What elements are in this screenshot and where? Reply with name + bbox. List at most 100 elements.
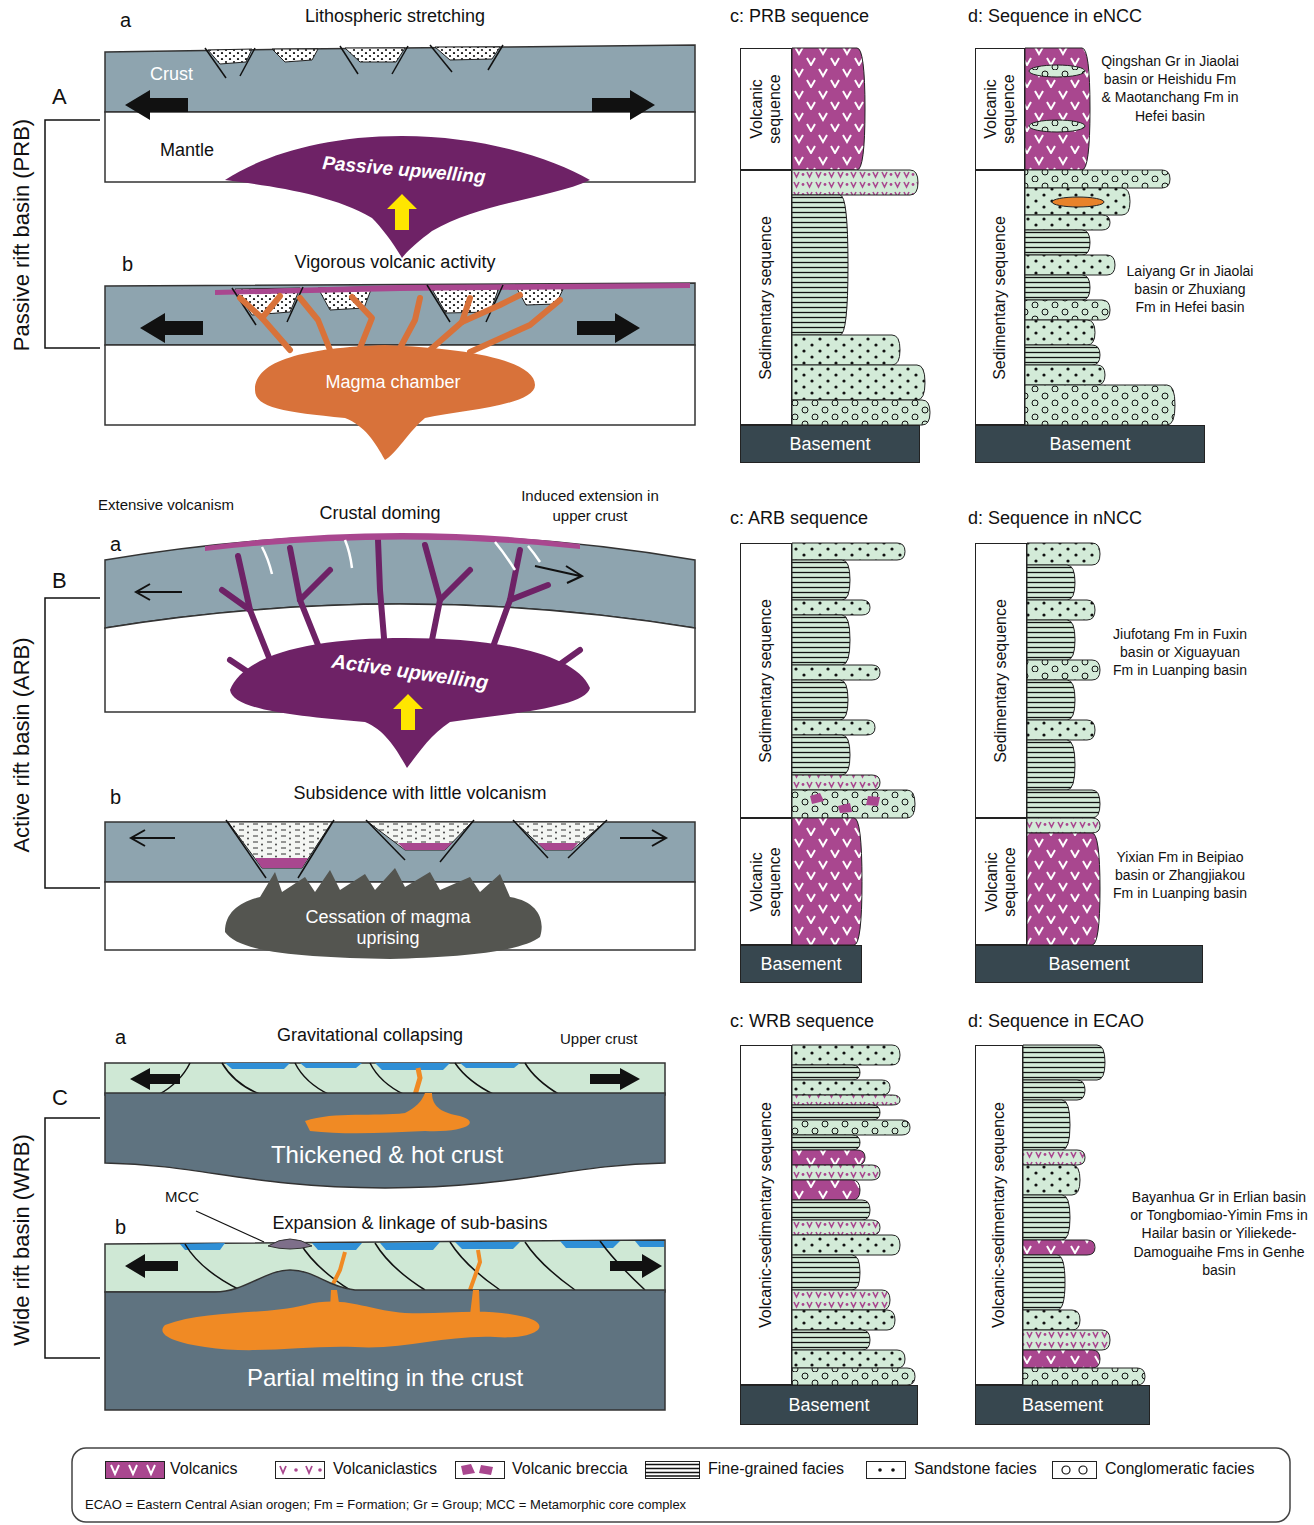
bracket [45,120,100,348]
node-text: Basement [1048,954,1129,975]
legend-symbol [105,1461,165,1479]
induced-fault [262,540,540,574]
volcanic-layer [398,843,452,850]
rift-basin-fill [368,822,472,850]
strata-lens [1052,197,1104,207]
induced-fault [528,546,540,562]
strata-column [792,48,1175,1385]
extension-arrow [125,90,655,120]
extension-arrow [130,1068,180,1090]
extension-arrow [592,90,655,120]
strata-column [792,1180,860,1200]
normal-fault [287,287,303,322]
sequence-label-box: Volcanic sequence [740,818,792,945]
magma-dike [440,570,470,600]
strata-column [792,790,915,818]
extension-arrow [610,1254,662,1278]
rift-basin-fill [345,48,405,62]
mantle-upwelling-shape [225,628,595,770]
legend-text: Volcanics [170,1459,238,1478]
strata-lens [1029,65,1085,77]
strata-column [792,1290,890,1310]
node-text: Basement [788,1395,869,1416]
induced-fault [345,540,352,568]
extension-arrow [140,313,203,343]
lower-crust-band-shape [162,1302,539,1351]
strata-column [792,1165,880,1180]
normal-fault [340,46,358,74]
strata-column [1027,720,1095,740]
volcanic-layer [255,843,578,868]
sequence-label-box: Volcanic sequence [975,818,1027,945]
lower-crust-band: Partial melting in the crust [105,1265,665,1412]
strata-column [792,720,875,735]
panel-title: Crustal doming [319,503,440,525]
node-text: Magma chamber [325,372,460,393]
node-text: Volcanic-sedimentary sequence [990,1050,1008,1380]
panel-label: Upper crust [560,1030,638,1048]
strata-column [792,600,870,615]
lower-crust-band-shape [305,1093,470,1133]
magma-chamber-shape [255,345,535,460]
normal-fault [488,45,503,70]
strata-column [792,1080,890,1095]
normal-fault [298,820,334,878]
strata-column [1023,1165,1080,1195]
magma-dike [222,590,250,610]
lake-basin [375,1063,450,1070]
legend-swatch [645,1461,700,1479]
basement-box: Basement [740,1385,918,1425]
normal-fault [240,48,255,76]
bracket [45,598,100,888]
mantle-upwelling: Active upwelling [225,628,595,770]
node-text: Volcanic-sedimentary sequence [757,1050,775,1380]
crust-layer [105,283,695,345]
strata-column [792,1220,880,1235]
strata-column [1027,818,1100,833]
extension-arrow [140,313,640,343]
sequence-label-box: Sedimentary sequence [975,543,1027,818]
extension-arrow [125,1254,662,1278]
legend-symbol [111,1465,155,1474]
strata-column [1023,1150,1085,1165]
legend-text: Volcaniclastics [333,1459,437,1478]
strata-column [1025,188,1130,215]
basement-box: Basement [975,945,1203,983]
sequence-label-box: Sedimentary sequence [740,543,792,818]
legend-text: Fine-grained facies [708,1459,844,1478]
volcanic-layer [538,843,578,850]
legend-text: Volcanic breccia [512,1459,628,1478]
mantle-upwelling-shape [222,136,594,261]
strata-column [1025,300,1110,320]
magma-dike [330,1250,480,1290]
node-text: Basement [760,954,841,975]
rift-basin-fill [228,822,605,868]
node-text: Basement [789,434,870,455]
panel-title: Lithospheric stretching [305,6,485,28]
strata-column [792,1330,870,1350]
basement-box: Basement [740,425,920,463]
listric-fault [525,1242,575,1290]
crust-layer [105,822,695,882]
lake-basin [312,1243,362,1250]
strata-column [1027,833,1100,945]
panel-label: C [52,1085,68,1111]
listric-fault [525,1063,560,1095]
strata-column [792,1235,900,1255]
strata-column [1023,1195,1070,1240]
extension-arrow [130,1068,640,1090]
panel-label: d: Sequence in eNCC [968,6,1142,28]
legend-symbol [318,1468,322,1472]
strata-column [792,665,880,680]
strata-column [1027,790,1100,818]
extension-arrow [620,830,666,846]
strata-column [792,400,930,425]
panel-title: Vigorous volcanic activity [295,252,496,274]
node-text: Sedimentary sequence [757,548,775,813]
normal-fault [392,46,408,74]
mantle-upwelling-shape [230,638,590,768]
strata-column [792,1095,900,1105]
legend-swatch [1052,1461,1097,1479]
legend-symbol [294,1468,298,1472]
lake-basin [225,1063,290,1069]
